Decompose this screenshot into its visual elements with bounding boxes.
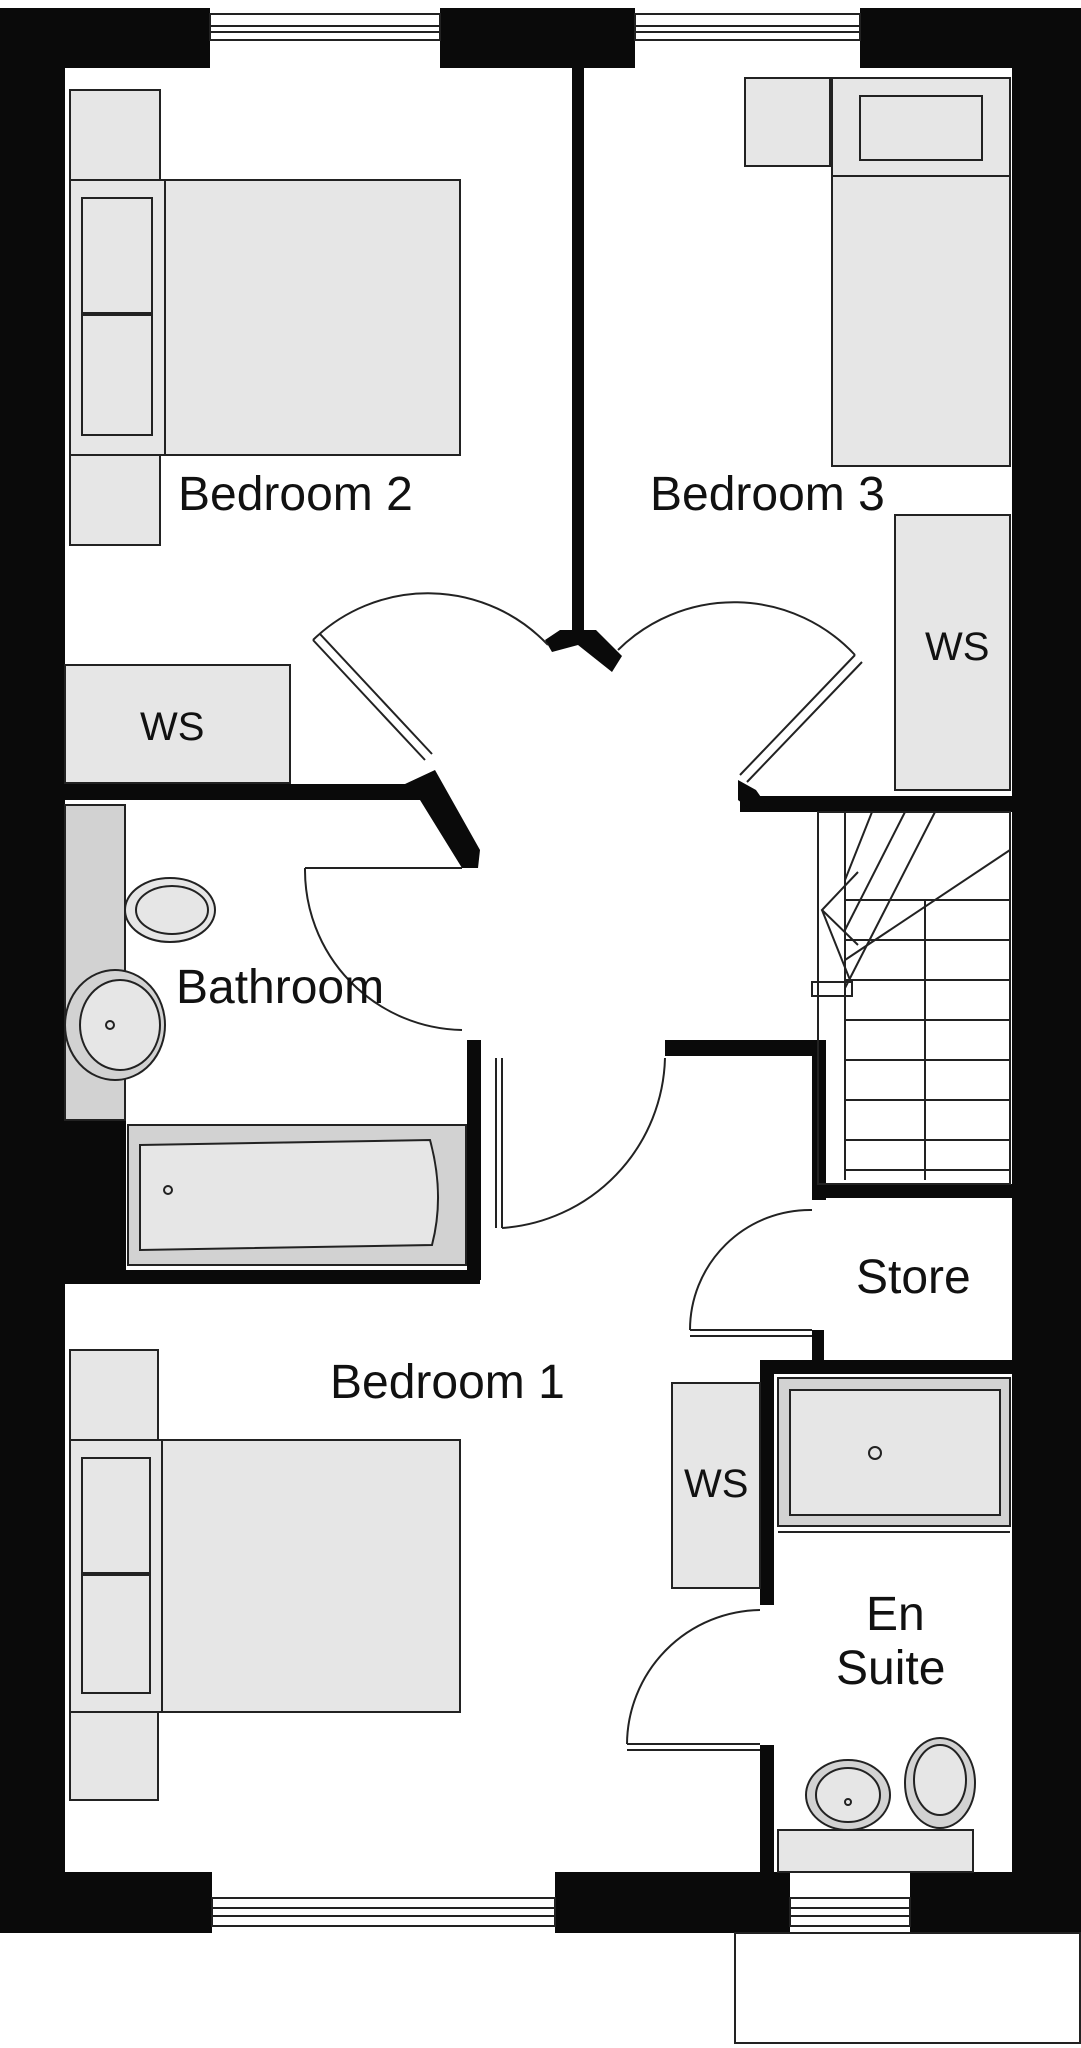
room-label-bedroom2: Bedroom 2	[178, 468, 413, 521]
toilet-bowl	[135, 885, 209, 935]
door-swings	[303, 592, 863, 1751]
window-bottom-right	[789, 1897, 911, 1927]
pillow	[81, 314, 153, 436]
pillow	[81, 1457, 151, 1574]
room-label-bathroom: Bathroom	[176, 961, 384, 1014]
bathroom-fixtures	[64, 804, 467, 1266]
wall-bed3-door-stub	[738, 780, 770, 812]
bedside-table	[69, 89, 161, 181]
wall-bathroom-door-angle	[405, 770, 480, 868]
wall-bathroom-corner	[60, 1120, 126, 1280]
bedroom2-furniture	[64, 89, 461, 784]
wall-store-top	[812, 1184, 1017, 1198]
wardrobe-bedroom2	[64, 664, 291, 784]
outer-walls	[0, 8, 1081, 1933]
wall-bottom-middle	[555, 1872, 790, 1933]
wardrobe-label-bedroom1: WS	[684, 1462, 748, 1506]
room-label-store: Store	[856, 1251, 971, 1304]
window-top-right	[634, 13, 861, 41]
wall-store-bottom	[760, 1360, 1018, 1374]
bedside-table	[744, 77, 831, 167]
windows	[209, 13, 1081, 2044]
wall-bathroom-right	[467, 1040, 481, 1280]
wardrobe-label-bedroom3: WS	[925, 625, 989, 669]
window-top-left	[209, 13, 441, 41]
stair-arrow-icon	[820, 871, 859, 946]
wall-right	[1012, 8, 1081, 1933]
door-bedroom2	[312, 639, 426, 761]
room-label-bedroom1: Bedroom 1	[330, 1356, 565, 1409]
wall-ensuite-left-lower	[760, 1745, 774, 1880]
window-bottom-left	[211, 1897, 556, 1927]
wardrobe-bedroom1	[671, 1382, 761, 1589]
bedside-table	[69, 1711, 159, 1801]
wall-bottom-right	[910, 1872, 1081, 1933]
wall-landing-right	[665, 1040, 825, 1056]
wall-bed2-bottom	[60, 784, 420, 800]
wardrobe-bedroom3	[894, 514, 1011, 791]
ensuite-counter	[777, 1829, 974, 1873]
wall-bed-junction	[545, 630, 622, 672]
ensuite-fixtures	[777, 1377, 1011, 1873]
interior-walls	[60, 60, 1020, 1880]
bay-projection	[734, 1932, 1081, 2044]
wall-top-middle	[440, 8, 635, 68]
wall-top-right	[860, 8, 1081, 68]
wall-ensuite-left-upper	[760, 1360, 774, 1605]
wall-store-door-stub	[812, 1330, 824, 1370]
room-label-bedroom3: Bedroom 3	[650, 468, 885, 521]
wall-bed3-bottom	[740, 796, 1020, 812]
wall-top-left	[0, 8, 210, 68]
staircase	[811, 811, 1011, 1185]
bedside-table	[69, 1349, 159, 1441]
labels: Bedroom 2 Bedroom 3 Bathroom Bedroom 1 S…	[140, 468, 989, 1695]
bedroom1-furniture	[69, 1349, 761, 1801]
wall-bottom-left	[0, 1872, 212, 1933]
room-label-ensuite-line1: En	[866, 1588, 925, 1641]
pillow	[859, 95, 983, 161]
wall-bed2-bed3	[572, 60, 584, 632]
wall-left	[0, 8, 65, 1933]
pillow	[81, 1574, 151, 1694]
room-label-ensuite-line2: Suite	[836, 1642, 945, 1695]
bedroom3-furniture	[744, 77, 1011, 791]
bedside-table	[69, 454, 161, 546]
wall-bathroom-bottom	[60, 1270, 480, 1284]
pillow	[81, 197, 153, 314]
door-bedroom3	[739, 654, 856, 776]
wardrobe-label-bedroom2: WS	[140, 705, 204, 749]
